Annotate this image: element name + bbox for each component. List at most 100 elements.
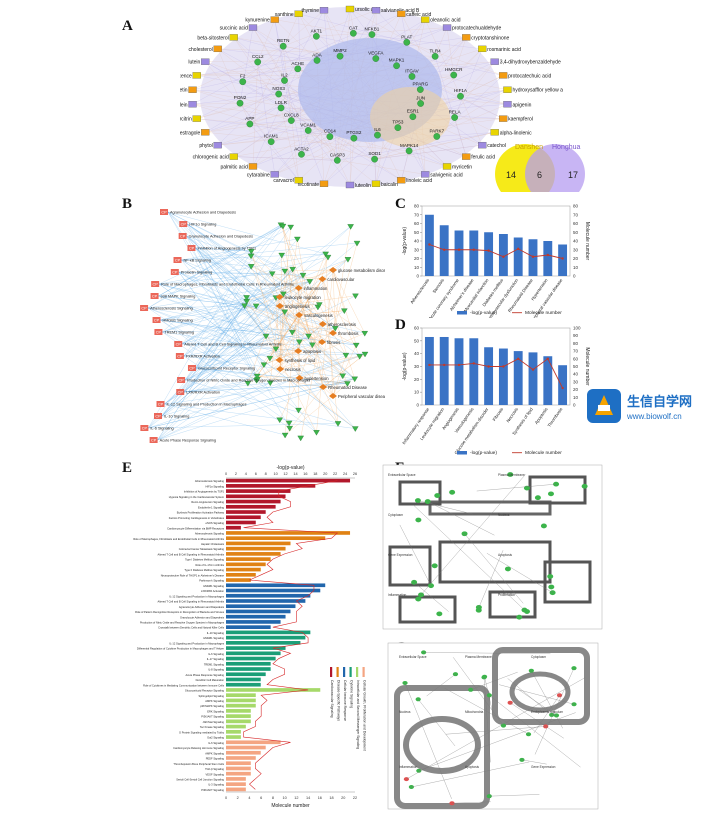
legend-bar-swatch bbox=[457, 311, 467, 315]
pathway-edge bbox=[195, 297, 247, 369]
interaction-edge bbox=[476, 484, 557, 492]
ingredient-label: baicalein bbox=[180, 102, 188, 108]
disease-edge bbox=[282, 226, 299, 289]
target-node bbox=[457, 92, 464, 100]
pathway-tag: CP bbox=[176, 343, 182, 347]
network-edge bbox=[196, 93, 279, 119]
venn-left-count: 14 bbox=[506, 170, 516, 180]
disease-edge bbox=[269, 287, 299, 359]
pathway-bar bbox=[226, 724, 246, 729]
pathway-bar bbox=[226, 630, 311, 635]
pathway-node bbox=[187, 245, 196, 251]
y-axis-label: -log(p-value) bbox=[402, 227, 408, 255]
interaction-edge bbox=[426, 674, 456, 697]
interaction-edge bbox=[489, 695, 581, 768]
pathway-node bbox=[140, 425, 149, 431]
pathway-edge bbox=[157, 382, 271, 441]
target-label: TLR4 bbox=[429, 48, 441, 53]
molecule-node bbox=[436, 611, 443, 617]
interaction-edge bbox=[483, 677, 491, 763]
pathway-bar bbox=[226, 719, 251, 724]
pathway-bar-label: Colorectal Cancer Metastasis Signaling bbox=[179, 547, 225, 551]
pathway-tag: CP bbox=[178, 391, 184, 395]
pathway-bar-label: Role of Pattern Recognition Receptors in… bbox=[135, 610, 225, 614]
target-node bbox=[287, 117, 295, 124]
y-tick-label: 40 bbox=[414, 239, 420, 244]
pathway-bar-label: Atherosclerosis Signaling bbox=[195, 479, 225, 483]
molecule-node bbox=[431, 563, 438, 569]
pathway-bar-label: IL-12 Signaling and Production in Macrop… bbox=[169, 641, 224, 645]
y-tick-label: 70 bbox=[414, 212, 420, 217]
target-node bbox=[306, 279, 314, 285]
disease-edge bbox=[279, 368, 356, 429]
target-node bbox=[297, 435, 304, 442]
x-top-tick-label: 10 bbox=[273, 472, 277, 476]
disease-edge bbox=[257, 323, 323, 380]
target-label: AKT1 bbox=[311, 28, 323, 33]
pathway-edge bbox=[178, 271, 285, 312]
pathway-node bbox=[150, 293, 159, 299]
legend-group-label: Cellular Immune Response bbox=[343, 680, 347, 721]
disease-edge bbox=[244, 305, 334, 334]
x-tick-label: Necrosis bbox=[505, 407, 519, 424]
target-label: ICAM1 bbox=[264, 134, 278, 139]
ingredient-label: palmitic acid bbox=[220, 164, 248, 170]
target-node bbox=[275, 90, 283, 98]
molecule-node bbox=[449, 801, 455, 806]
ingredient-node bbox=[462, 153, 471, 160]
pathway-tag: CP bbox=[178, 379, 184, 383]
network-edge bbox=[406, 42, 504, 76]
interaction-edge bbox=[518, 689, 557, 716]
pathway-bar-label: Dendritic Cell Maturation bbox=[196, 678, 225, 682]
pathway-tag: CP bbox=[154, 319, 160, 323]
pathway-label: Prolactin Signaling bbox=[181, 271, 212, 275]
pathway-bar-label: HMGB1 Signaling bbox=[203, 584, 224, 588]
x-top-tick-label: 0 bbox=[225, 472, 227, 476]
network-edge bbox=[257, 19, 275, 63]
x-bottom-tick-label: 2 bbox=[237, 796, 239, 800]
line-point bbox=[561, 386, 564, 390]
network-edge bbox=[249, 13, 299, 125]
target-label: NFKB1 bbox=[365, 27, 380, 32]
y-axis-label: -log(p-value) bbox=[402, 352, 408, 380]
pathway-bar-label: Altered T Cell and B Cell Signaling in R… bbox=[157, 600, 224, 604]
pathway-bar-label: HIF1α Signaling bbox=[205, 484, 224, 488]
x-top-tick-label: 2 bbox=[235, 472, 237, 476]
network-edge bbox=[298, 13, 407, 43]
interaction-edge bbox=[413, 505, 525, 611]
pathway-bar-label: HMGB1 Signaling bbox=[203, 636, 224, 640]
pathway-bar-label: VEGF Signaling bbox=[206, 772, 225, 776]
pathway-label: HIF1α Signaling bbox=[189, 223, 216, 227]
y2-tick-label: 70 bbox=[573, 212, 579, 217]
pathway-nodes: glucose metabolism disordercardiovascula… bbox=[140, 209, 385, 443]
network-edge bbox=[349, 159, 375, 186]
legend-swatch bbox=[362, 667, 365, 677]
pathway-edge bbox=[184, 226, 291, 381]
target-node bbox=[272, 346, 280, 353]
pathway-bar bbox=[226, 567, 261, 572]
network-edge bbox=[274, 19, 292, 121]
bar bbox=[484, 347, 494, 405]
pathway-bar bbox=[226, 541, 291, 546]
ingredient-node bbox=[490, 58, 499, 65]
disease-edge bbox=[279, 377, 300, 420]
pathway-edge bbox=[183, 225, 284, 357]
pathway-edge bbox=[184, 268, 293, 381]
disease-label: leukocyte migration bbox=[285, 295, 322, 300]
x-bottom-tick-label: 16 bbox=[318, 796, 322, 800]
y2-tick-label: 50 bbox=[573, 364, 579, 369]
interaction-edge bbox=[486, 553, 553, 593]
target-node bbox=[326, 133, 334, 140]
disease-edge bbox=[297, 238, 324, 388]
compartment-label: Mitochondria bbox=[465, 710, 483, 714]
panel-letter-b: B bbox=[122, 196, 133, 212]
target-node bbox=[287, 224, 294, 231]
network-edge bbox=[205, 132, 410, 152]
bar bbox=[469, 230, 479, 276]
pathway-edge bbox=[167, 211, 326, 255]
pathway-bar bbox=[226, 552, 281, 556]
disease-label: Peripheral vascular disease bbox=[338, 394, 385, 399]
target-node bbox=[368, 31, 376, 38]
line-point bbox=[531, 255, 535, 258]
network-edge bbox=[301, 154, 426, 175]
